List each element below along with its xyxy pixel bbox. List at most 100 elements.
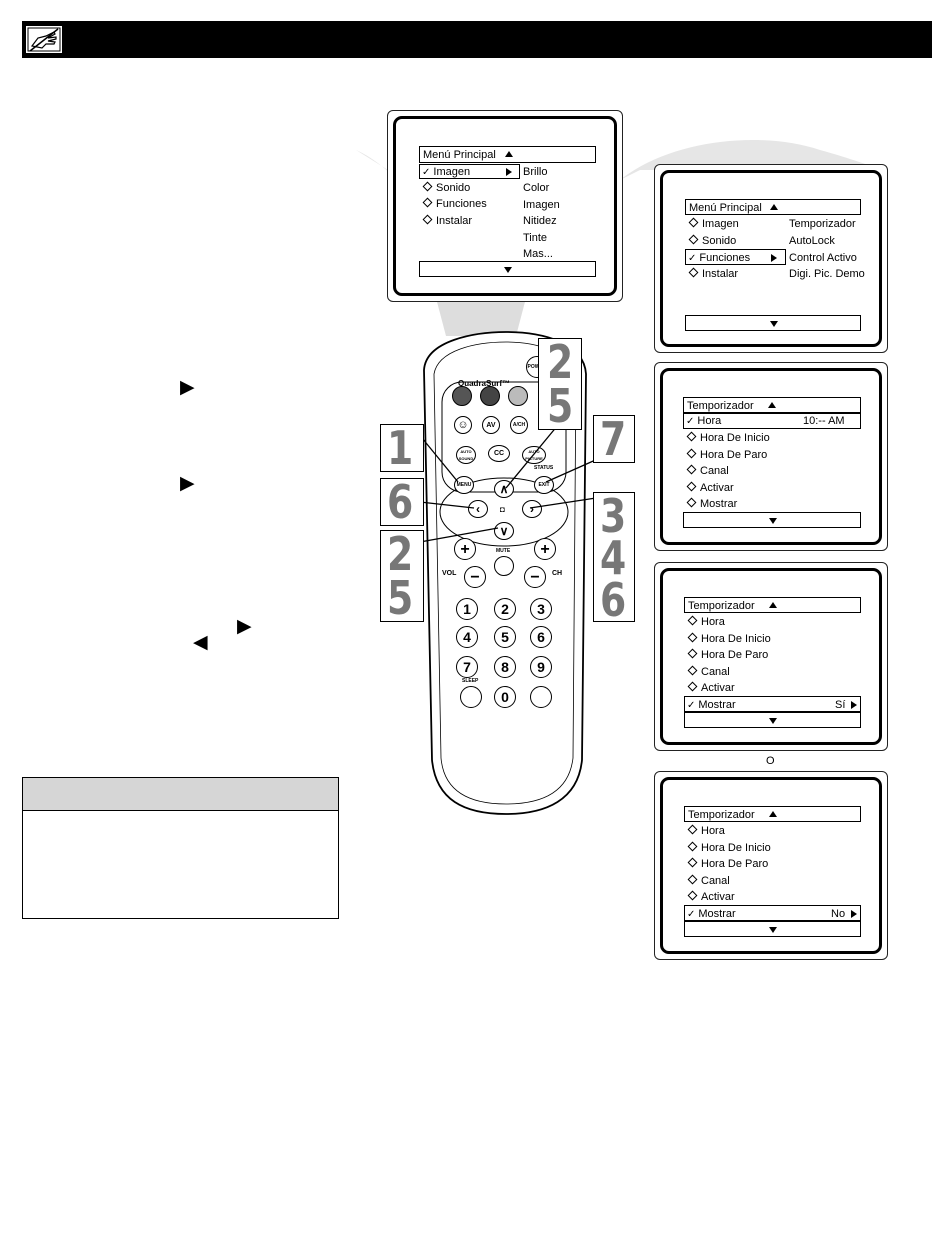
step-number: 4 xyxy=(600,531,627,585)
ch-label: CH xyxy=(552,570,563,577)
menu-item-hora-inicio[interactable]: Hora De Inicio xyxy=(686,431,770,444)
up-arrow-icon xyxy=(768,402,776,408)
number-key[interactable]: 0 xyxy=(494,686,516,708)
cursor-right-button[interactable]: › xyxy=(522,500,542,518)
menu-item-activar[interactable]: Activar xyxy=(687,681,735,694)
menu-item-hora-paro[interactable]: Hora De Paro xyxy=(687,648,768,661)
menu-title: Menú Principal xyxy=(423,149,496,161)
color-button-green[interactable] xyxy=(480,386,500,406)
number-key[interactable]: 7 xyxy=(456,656,478,678)
number-key[interactable]: 6 xyxy=(530,626,552,648)
menu-item-imagen[interactable]: ✓Imagen xyxy=(422,166,471,178)
menu-button[interactable]: MENU xyxy=(454,476,474,494)
step-callout: 7 xyxy=(593,415,635,463)
up-arrow-icon xyxy=(769,811,777,817)
cursor-down-button[interactable]: ∨ xyxy=(494,522,514,540)
volume-down-button[interactable]: − xyxy=(464,566,486,588)
cc-button[interactable]: CC xyxy=(488,445,510,462)
menu-item-mostrar[interactable]: Mostrar xyxy=(686,497,737,510)
step-number: 6 xyxy=(600,573,627,627)
channel-up-button[interactable]: + xyxy=(534,538,556,560)
step-number: 3 xyxy=(600,489,627,543)
submenu-item: Tinte xyxy=(523,232,548,244)
left-arrow-icon: ◀ xyxy=(193,632,208,653)
number-key[interactable]: 2 xyxy=(494,598,516,620)
submenu-item: Digi. Pic. Demo xyxy=(789,268,865,280)
mute-label: MUTE xyxy=(496,548,511,554)
menu-item-hora-paro[interactable]: Hora De Paro xyxy=(687,857,768,870)
step-callout: 2 5 xyxy=(380,530,424,622)
ok-icon: ◘ xyxy=(500,505,505,514)
down-arrow-icon xyxy=(769,518,777,524)
color-button-red[interactable] xyxy=(452,386,472,406)
cursor-left-button[interactable]: ‹ xyxy=(468,500,488,518)
submenu-item: Imagen xyxy=(523,199,560,211)
tip-box-header xyxy=(23,778,338,811)
sleep-button[interactable] xyxy=(460,686,482,708)
right-arrow-icon xyxy=(851,910,857,918)
submenu-item: AutoLock xyxy=(789,235,835,247)
channel-down-button[interactable]: − xyxy=(524,566,546,588)
menu-item-mostrar[interactable]: ✓Mostrar xyxy=(687,908,736,920)
menu-item-activar[interactable]: Activar xyxy=(686,481,734,494)
number-key[interactable]: 9 xyxy=(530,656,552,678)
number-key[interactable]: 4 xyxy=(456,626,478,648)
menu-item-canal[interactable]: Canal xyxy=(687,665,730,678)
menu-item-instalar[interactable]: Instalar xyxy=(422,214,472,227)
submenu-item: Color xyxy=(523,182,550,194)
volume-up-button[interactable]: + xyxy=(454,538,476,560)
number-key[interactable]: 1 xyxy=(456,598,478,620)
step-number: 7 xyxy=(600,412,627,466)
menu-item-instalar[interactable]: Instalar xyxy=(688,267,738,280)
auto-sound-button[interactable]: AUTO SOUND xyxy=(456,446,476,464)
menu-title-bar: Temporizador xyxy=(684,597,861,613)
step-leader-lines xyxy=(419,424,601,543)
down-arrow-icon xyxy=(504,267,512,273)
menu-item-imagen[interactable]: Imagen xyxy=(688,217,739,230)
tip-box xyxy=(22,777,339,919)
mute-button[interactable] xyxy=(494,556,514,576)
menu-title: Temporizador xyxy=(687,400,754,412)
menu-item-hora[interactable]: Hora xyxy=(687,824,725,837)
menu-item-hora-paro[interactable]: Hora De Paro xyxy=(686,448,767,461)
step-number: 6 xyxy=(387,475,414,529)
menu-item-hora[interactable]: ✓Hora xyxy=(686,415,722,427)
menu-title-bar: Temporizador xyxy=(683,397,861,413)
number-key[interactable]: 8 xyxy=(494,656,516,678)
step-callout: 6 xyxy=(380,478,424,526)
menu-item-activar[interactable]: Activar xyxy=(687,890,735,903)
right-arrow-icon: ▶ xyxy=(180,377,195,398)
ach-button[interactable]: A/CH xyxy=(510,416,528,434)
down-arrow-icon xyxy=(769,927,777,933)
menu-item-hora-inicio[interactable]: Hora De Inicio xyxy=(687,841,771,854)
menu-item-sonido[interactable]: Sonido xyxy=(688,234,736,247)
number-key[interactable]: 3 xyxy=(530,598,552,620)
av-button[interactable]: AV xyxy=(482,416,500,434)
menu-selected-row xyxy=(685,249,786,265)
menu-item-hora-inicio[interactable]: Hora De Inicio xyxy=(687,632,771,645)
step-number: 2 xyxy=(387,527,414,581)
smiley-button[interactable]: ☺ xyxy=(454,416,472,434)
step-callout: 3 4 6 xyxy=(593,489,635,627)
menu-bottom-bar xyxy=(683,512,861,528)
down-arrow-icon xyxy=(770,321,778,327)
menu-title: Temporizador xyxy=(688,809,755,821)
vol-label: VOL xyxy=(442,570,457,577)
status-label: STATUS xyxy=(534,465,554,471)
mostrar-value: No xyxy=(831,908,846,920)
menu-item-sonido[interactable]: Sonido xyxy=(422,181,470,194)
menu-item-funciones[interactable]: Funciones xyxy=(422,197,487,210)
menu-item-mostrar[interactable]: ✓Mostrar xyxy=(687,699,736,711)
menu-item-canal[interactable]: Canal xyxy=(686,464,729,477)
menu-item-funciones[interactable]: ✓Funciones xyxy=(688,252,751,264)
mostrar-value: Sí xyxy=(835,699,846,711)
menu-item-canal[interactable]: Canal xyxy=(687,874,730,887)
last-channel-button[interactable] xyxy=(530,686,552,708)
color-button-yellow[interactable] xyxy=(508,386,528,406)
menu-selected-row xyxy=(684,905,861,921)
hora-value: 10:-- AM xyxy=(803,415,845,427)
number-key[interactable]: 5 xyxy=(494,626,516,648)
tv-screen-mostrar-no: Temporizador Hora Hora De Inicio Hora De… xyxy=(654,771,888,960)
right-arrow-icon xyxy=(771,254,777,262)
menu-item-hora[interactable]: Hora xyxy=(687,615,725,628)
